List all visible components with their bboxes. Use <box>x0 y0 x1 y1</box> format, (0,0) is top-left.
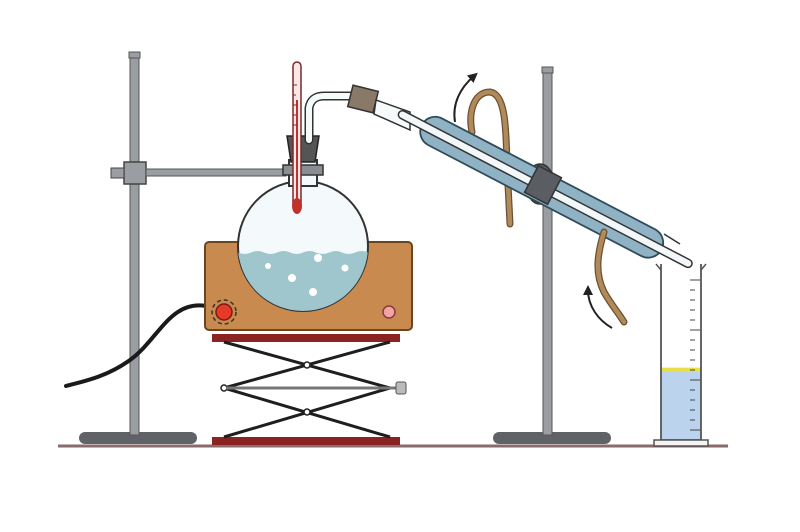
adapter-stopper <box>346 84 380 114</box>
thermometer-bulb <box>292 198 302 214</box>
condenser-drip-tip <box>663 233 681 245</box>
left-retort-stand-icon <box>79 51 287 444</box>
jack-handle[interactable] <box>395 381 407 395</box>
left-stand-rod <box>129 54 140 436</box>
cylinder-spout <box>655 263 707 271</box>
adapter-tube <box>304 91 357 145</box>
condenser-clamp <box>523 164 563 206</box>
jack-bottom-plate <box>212 437 400 445</box>
cylinder-liquid <box>661 369 701 440</box>
flask-neck-clamp <box>282 164 324 176</box>
thermometer-ticks <box>293 84 297 126</box>
round-bottom-flask-icon <box>237 135 369 312</box>
right-stand-base <box>493 432 611 444</box>
flask-bubbles <box>265 254 349 296</box>
cylinder-graduation-ticks <box>690 279 700 431</box>
graduated-cylinder-icon <box>653 263 709 447</box>
left-stand-base <box>79 432 197 444</box>
heater-knob-ring <box>211 299 237 325</box>
adapter-joint <box>373 98 411 132</box>
right-stand-rod <box>542 69 553 436</box>
still-head-adapter <box>304 84 411 145</box>
heater-indicator-light <box>382 305 396 319</box>
thermometer-icon <box>292 61 302 214</box>
lab-jack-icon <box>212 334 407 445</box>
left-clamp-screw <box>110 167 125 179</box>
left-stand-cap <box>128 51 141 59</box>
left-clamp-boss <box>123 161 147 185</box>
water-inlet-arrow-icon <box>583 285 613 329</box>
right-retort-stand-icon <box>493 66 611 444</box>
heater-power-knob[interactable] <box>215 303 233 321</box>
jack-top-plate <box>212 334 400 342</box>
water-outlet-arrow-icon <box>453 72 478 123</box>
flask-stopper <box>286 135 320 163</box>
cylinder-base <box>653 439 709 447</box>
power-cable <box>64 303 208 388</box>
right-stand-cap <box>541 66 554 74</box>
left-clamp-arm <box>145 168 287 177</box>
